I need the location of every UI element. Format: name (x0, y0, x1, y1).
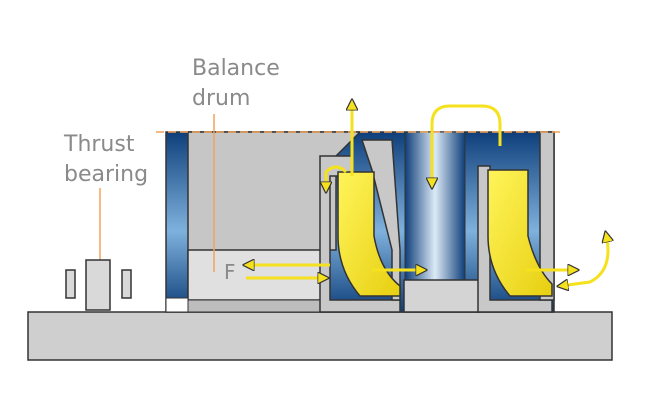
outlet-curve-arrow (560, 234, 608, 286)
balance-drum-label-line1: Balance (192, 56, 280, 81)
stage-1-recirculation-arrow (326, 165, 348, 190)
stage-2-walls (403, 131, 555, 313)
shaft (27, 311, 613, 361)
balance-drum-label-line2: drum (192, 86, 251, 111)
impeller-1 (337, 171, 401, 297)
flow-arrows (246, 102, 608, 286)
thrust-bearing-label-line1: Thrust (64, 132, 135, 157)
thrust-bearing-label-line2: bearing (64, 162, 149, 187)
crossover-arrow (432, 104, 502, 186)
impeller-2 (487, 169, 553, 297)
force-label: F (224, 260, 236, 284)
balance-drum-housing (165, 131, 362, 313)
thrust-bearing (65, 259, 132, 311)
